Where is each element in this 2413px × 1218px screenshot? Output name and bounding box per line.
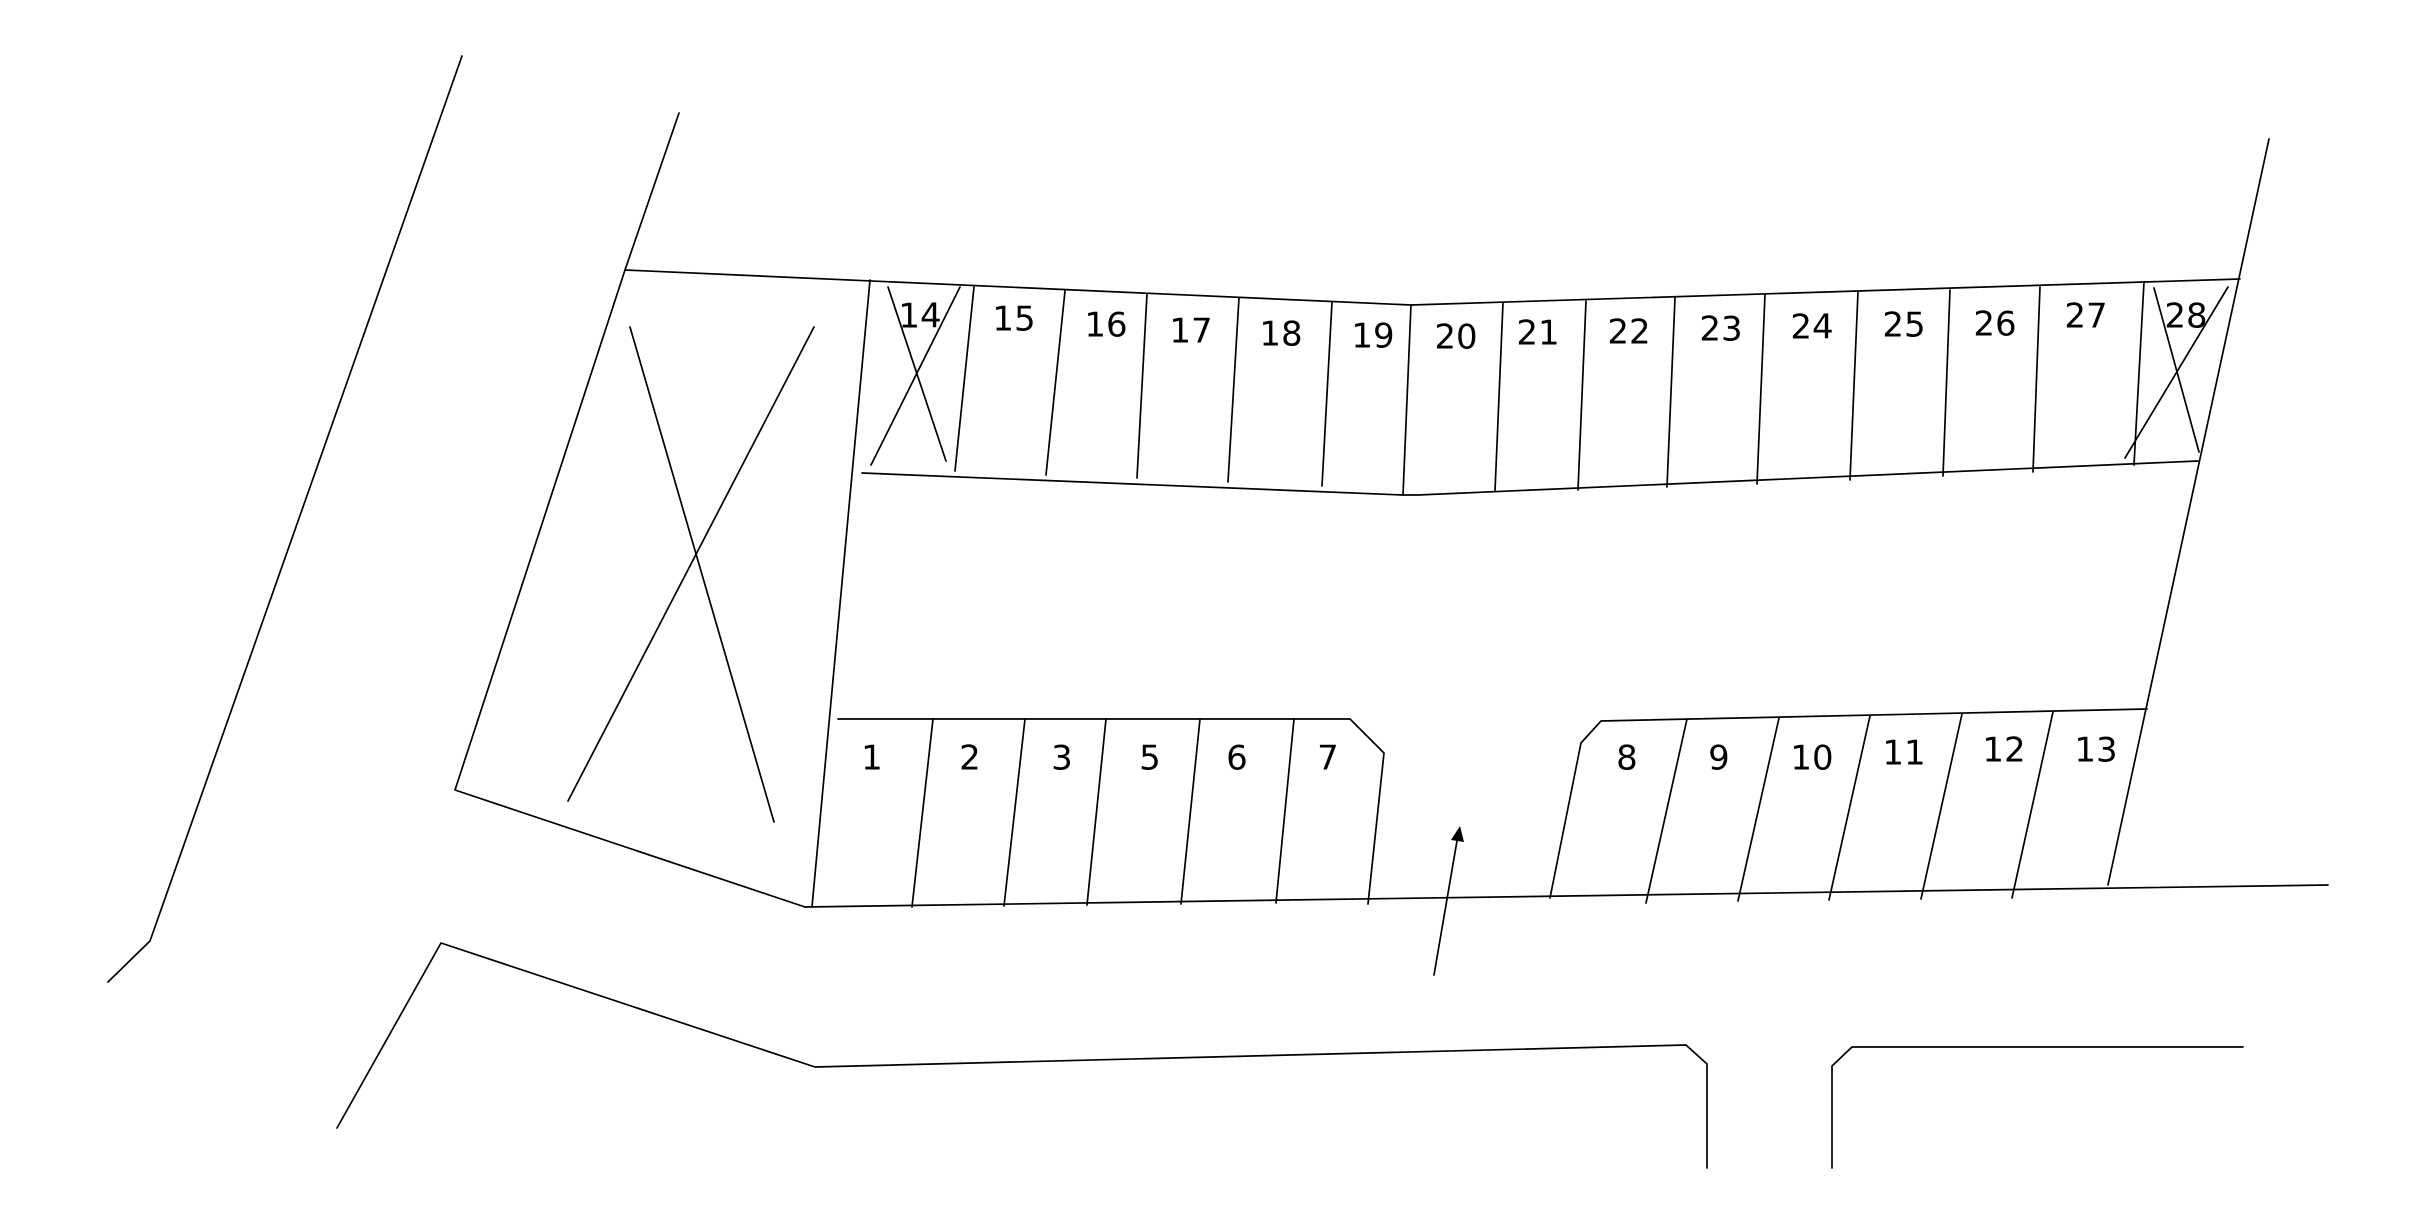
front-row-left-top-edge — [837, 718, 1385, 905]
lower-road-edge — [336, 942, 1708, 1169]
front-right-divider — [1828, 715, 1871, 901]
front-left-divider — [1275, 718, 1295, 904]
space-label-23: 23 — [1699, 310, 1742, 350]
back-row-front-edge — [861, 460, 2199, 496]
space-label-19: 19 — [1351, 317, 1394, 357]
space-label-22: 22 — [1607, 313, 1650, 353]
no-parking-cross-stroke-a — [629, 326, 775, 823]
space-label-17: 17 — [1169, 312, 1212, 352]
space-label-18: 18 — [1259, 315, 1302, 355]
side-street-edge — [1831, 1046, 2244, 1169]
front-left-divider — [1086, 718, 1107, 906]
lot-right-boundary — [2107, 138, 2270, 886]
no-parking-area — [567, 326, 815, 823]
back-row-divider — [2133, 281, 2145, 466]
back-row-divider — [1666, 297, 1676, 488]
space-label-1: 1 — [861, 739, 883, 779]
space-label-28: 28 — [2164, 297, 2207, 337]
back-row-top-edge — [624, 269, 2241, 306]
space-label-14: 14 — [898, 297, 941, 337]
space-label-9: 9 — [1708, 739, 1730, 779]
back-row-divider — [1849, 291, 1859, 481]
space-label-26: 26 — [1973, 305, 2016, 345]
crossed-space-28-stroke — [2153, 287, 2200, 453]
space-label-2: 2 — [959, 739, 981, 779]
entrance-arrow-head — [1451, 826, 1464, 842]
back-row-divider — [1756, 294, 1766, 485]
back-row-divider — [1045, 290, 1066, 476]
space-label-10: 10 — [1790, 739, 1833, 779]
back-row-divider — [2032, 286, 2041, 473]
crossed-space-28-stroke — [2124, 286, 2229, 459]
front-left-divider — [911, 718, 934, 908]
space-dividers — [911, 281, 2145, 908]
space-label-5: 5 — [1139, 739, 1161, 779]
lot-front-road-edge — [804, 884, 2329, 908]
space-label-6: 6 — [1226, 739, 1248, 779]
lot-outline — [454, 112, 2270, 908]
crossed-spaces — [870, 286, 2229, 466]
front-right-divider — [2011, 711, 2054, 899]
space-label-8: 8 — [1616, 739, 1638, 779]
space-label-25: 25 — [1882, 306, 1925, 346]
inner-left-edge — [811, 279, 871, 908]
no-parking-cross-stroke-b — [567, 326, 815, 802]
back-row-divider — [1942, 289, 1951, 477]
far-left-road-edge — [107, 55, 463, 983]
space-label-12: 12 — [1982, 731, 2025, 771]
front-left-divider — [1180, 718, 1201, 905]
back-row-divider — [1402, 304, 1412, 496]
entrance-arrow-shaft — [1433, 834, 1459, 976]
space-label-21: 21 — [1516, 314, 1559, 354]
crossed-space-14-stroke — [870, 286, 961, 466]
road-outlines — [107, 55, 2329, 1169]
space-label-24: 24 — [1790, 308, 1833, 348]
front-left-divider — [1003, 718, 1026, 907]
space-label-7: 7 — [1317, 739, 1339, 779]
back-row-divider — [1494, 302, 1504, 492]
front-right-divider — [1920, 713, 1963, 900]
back-row-divider — [954, 286, 975, 472]
space-label-20: 20 — [1434, 318, 1477, 358]
space-label-15: 15 — [992, 300, 1035, 340]
lot-left-boundary — [454, 112, 806, 908]
entrance-arrow-icon — [1433, 826, 1464, 976]
front-right-divider — [1645, 718, 1688, 904]
back-row-divider — [1136, 293, 1148, 479]
back-row-divider — [1321, 301, 1333, 487]
back-row-divider — [1227, 297, 1240, 483]
space-label-13: 13 — [2074, 731, 2117, 771]
space-label-27: 27 — [2064, 297, 2107, 337]
space-label-3: 3 — [1051, 739, 1073, 779]
front-right-divider — [1737, 717, 1780, 902]
space-label-11: 11 — [1882, 734, 1925, 774]
space-label-16: 16 — [1084, 306, 1127, 346]
back-row-divider — [1577, 300, 1587, 491]
front-row-right-top-edge — [1549, 708, 2148, 899]
